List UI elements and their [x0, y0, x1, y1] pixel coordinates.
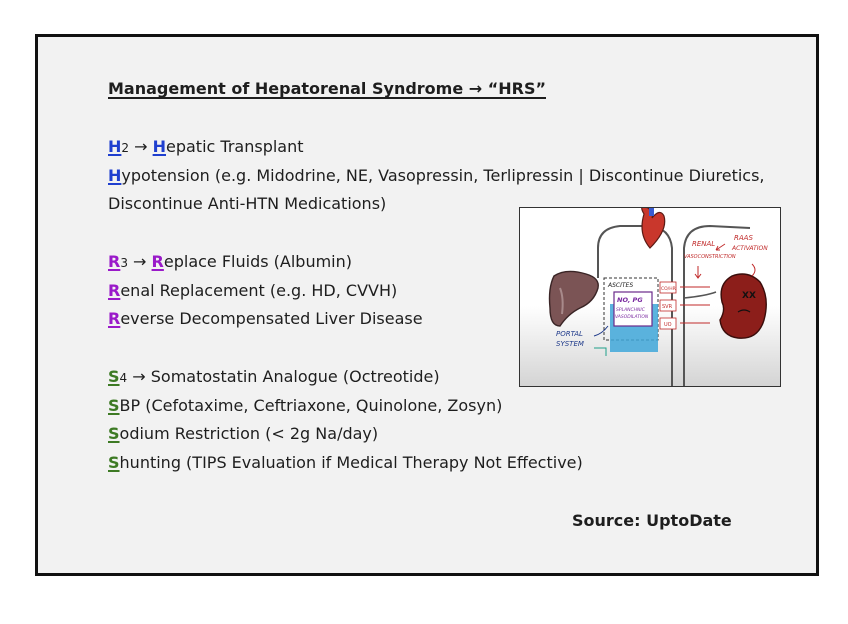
kidney-face-label: XX	[742, 291, 756, 301]
kidney-frown-icon	[737, 309, 751, 313]
splanchnic-box	[613, 291, 653, 327]
h-text: Discontinue Anti-HTN Medications)	[108, 194, 387, 213]
r-text: enal Replacement (e.g. HD, CVVH)	[120, 281, 398, 300]
r-line-3: Reverse Decompensated Liver Disease	[108, 309, 423, 329]
s-letter: S	[108, 453, 120, 472]
heart-icon	[641, 208, 666, 249]
kidney-icon	[719, 273, 767, 339]
uo-label: UO	[664, 322, 672, 328]
s-text: BP (Cefotaxime, Ceftriaxone, Quinolone, …	[119, 396, 503, 415]
no-pg-label: NO, PG	[617, 296, 643, 304]
system-label: SYSTEM	[556, 340, 584, 348]
vasoconstriction-label: VASOCONSTRICTION	[684, 254, 736, 260]
hrs-illustration: XX ASCITES NO, PG SPLANCHNIC VASODILATIO…	[519, 207, 781, 387]
s-letter: S	[108, 367, 120, 386]
r-letter: R	[108, 252, 121, 271]
s-line-4: Shunting (TIPS Evaluation if Medical The…	[108, 453, 583, 473]
r-text: everse Decompensated Liver Disease	[120, 309, 423, 328]
r-line-1: R3 → Replace Fluids (Albumin)	[108, 252, 352, 273]
liver-highlight-icon	[559, 287, 564, 315]
hrs-illustration-svg: XX ASCITES NO, PG SPLANCHNIC VASODILATIO…	[520, 208, 780, 386]
h-letter: H	[108, 166, 122, 185]
svr-box	[659, 299, 677, 312]
h-line-3: Discontinue Anti-HTN Medications)	[108, 194, 386, 214]
slide: Management of Hepatorenal Syndrome → “HR…	[35, 34, 819, 576]
ascites-label: ASCITES	[607, 282, 633, 289]
vasodilation-label: VASODILATION	[615, 314, 649, 320]
s-text: hunting (TIPS Evaluation if Medical Ther…	[119, 453, 583, 472]
effect-arrows-icon	[680, 286, 710, 324]
uo-box	[659, 317, 677, 330]
s-letter: S	[108, 396, 120, 415]
slide-title: Management of Hepatorenal Syndrome → “HR…	[108, 79, 546, 98]
s-subscript: 4	[119, 371, 128, 385]
r-text: eplace Fluids (Albumin)	[163, 252, 353, 271]
portal-arrow-icon	[593, 325, 609, 337]
h-text: epatic Transplant	[166, 137, 304, 156]
raas-arrow-left-icon	[715, 243, 726, 251]
raas-label: RAAS	[734, 234, 753, 242]
renal-vessel-icon	[683, 291, 717, 299]
h-letter: H	[108, 137, 122, 156]
svr-label: SVR	[662, 304, 673, 310]
source-citation: Source: UptoDate	[572, 511, 732, 530]
h-text: ypotension (e.g. Midodrine, NE, Vasopres…	[121, 166, 765, 185]
h-subscript: 2	[121, 141, 130, 155]
r-letter: R	[108, 281, 121, 300]
co-hr-label: CO/HR	[661, 286, 676, 292]
renal-arrow-icon	[694, 266, 702, 279]
activation-label: ACTIVATION	[731, 245, 768, 252]
renal-label: RENAL	[692, 240, 715, 248]
s-text: odium Restriction (< 2g Na/day)	[119, 424, 379, 443]
s-line-3: Sodium Restriction (< 2g Na/day)	[108, 424, 378, 444]
vessel-right-icon	[683, 224, 751, 386]
h-line-2: Hypotension (e.g. Midodrine, NE, Vasopre…	[108, 166, 765, 186]
s-line-1: S4 → Somatostatin Analogue (Octreotide)	[108, 367, 440, 388]
r-subscript: 3	[120, 256, 128, 270]
vessel-left-icon	[597, 225, 673, 386]
portal-vessel-icon	[594, 347, 607, 356]
r-letter: R	[151, 252, 164, 271]
heart-vessel-icon	[649, 208, 654, 216]
h-arrow: →	[129, 137, 153, 156]
co-hr-box	[659, 281, 677, 294]
portal-label: PORTAL	[556, 330, 583, 338]
raas-arrow-icon	[751, 263, 756, 277]
s-letter: S	[108, 424, 120, 443]
s-line-2: SBP (Cefotaxime, Ceftriaxone, Quinolone,…	[108, 396, 502, 416]
splanchnic-label: SPLANCHNIC	[616, 307, 646, 313]
s-text: → Somatostatin Analogue (Octreotide)	[127, 367, 440, 386]
h-letter: H	[152, 137, 166, 156]
r-arrow: →	[127, 252, 152, 271]
r-letter: R	[108, 309, 121, 328]
h-line-1: H2 → Hepatic Transplant	[108, 137, 304, 158]
r-line-2: Renal Replacement (e.g. HD, CVVH)	[108, 281, 397, 301]
